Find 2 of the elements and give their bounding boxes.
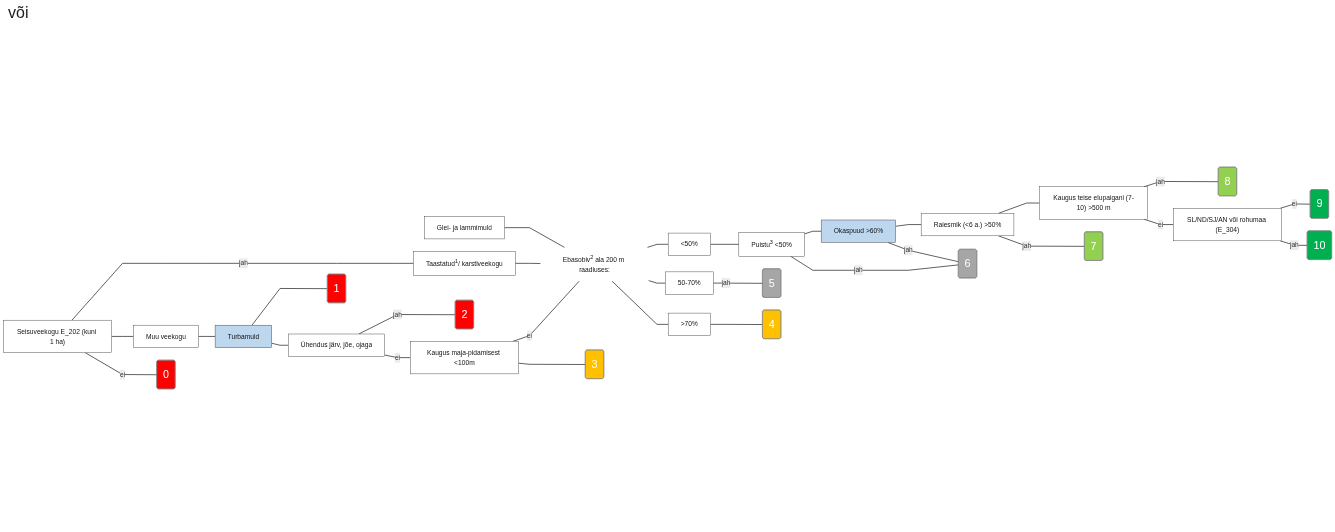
connector bbox=[251, 288, 328, 326]
note-text: või bbox=[8, 4, 29, 21]
